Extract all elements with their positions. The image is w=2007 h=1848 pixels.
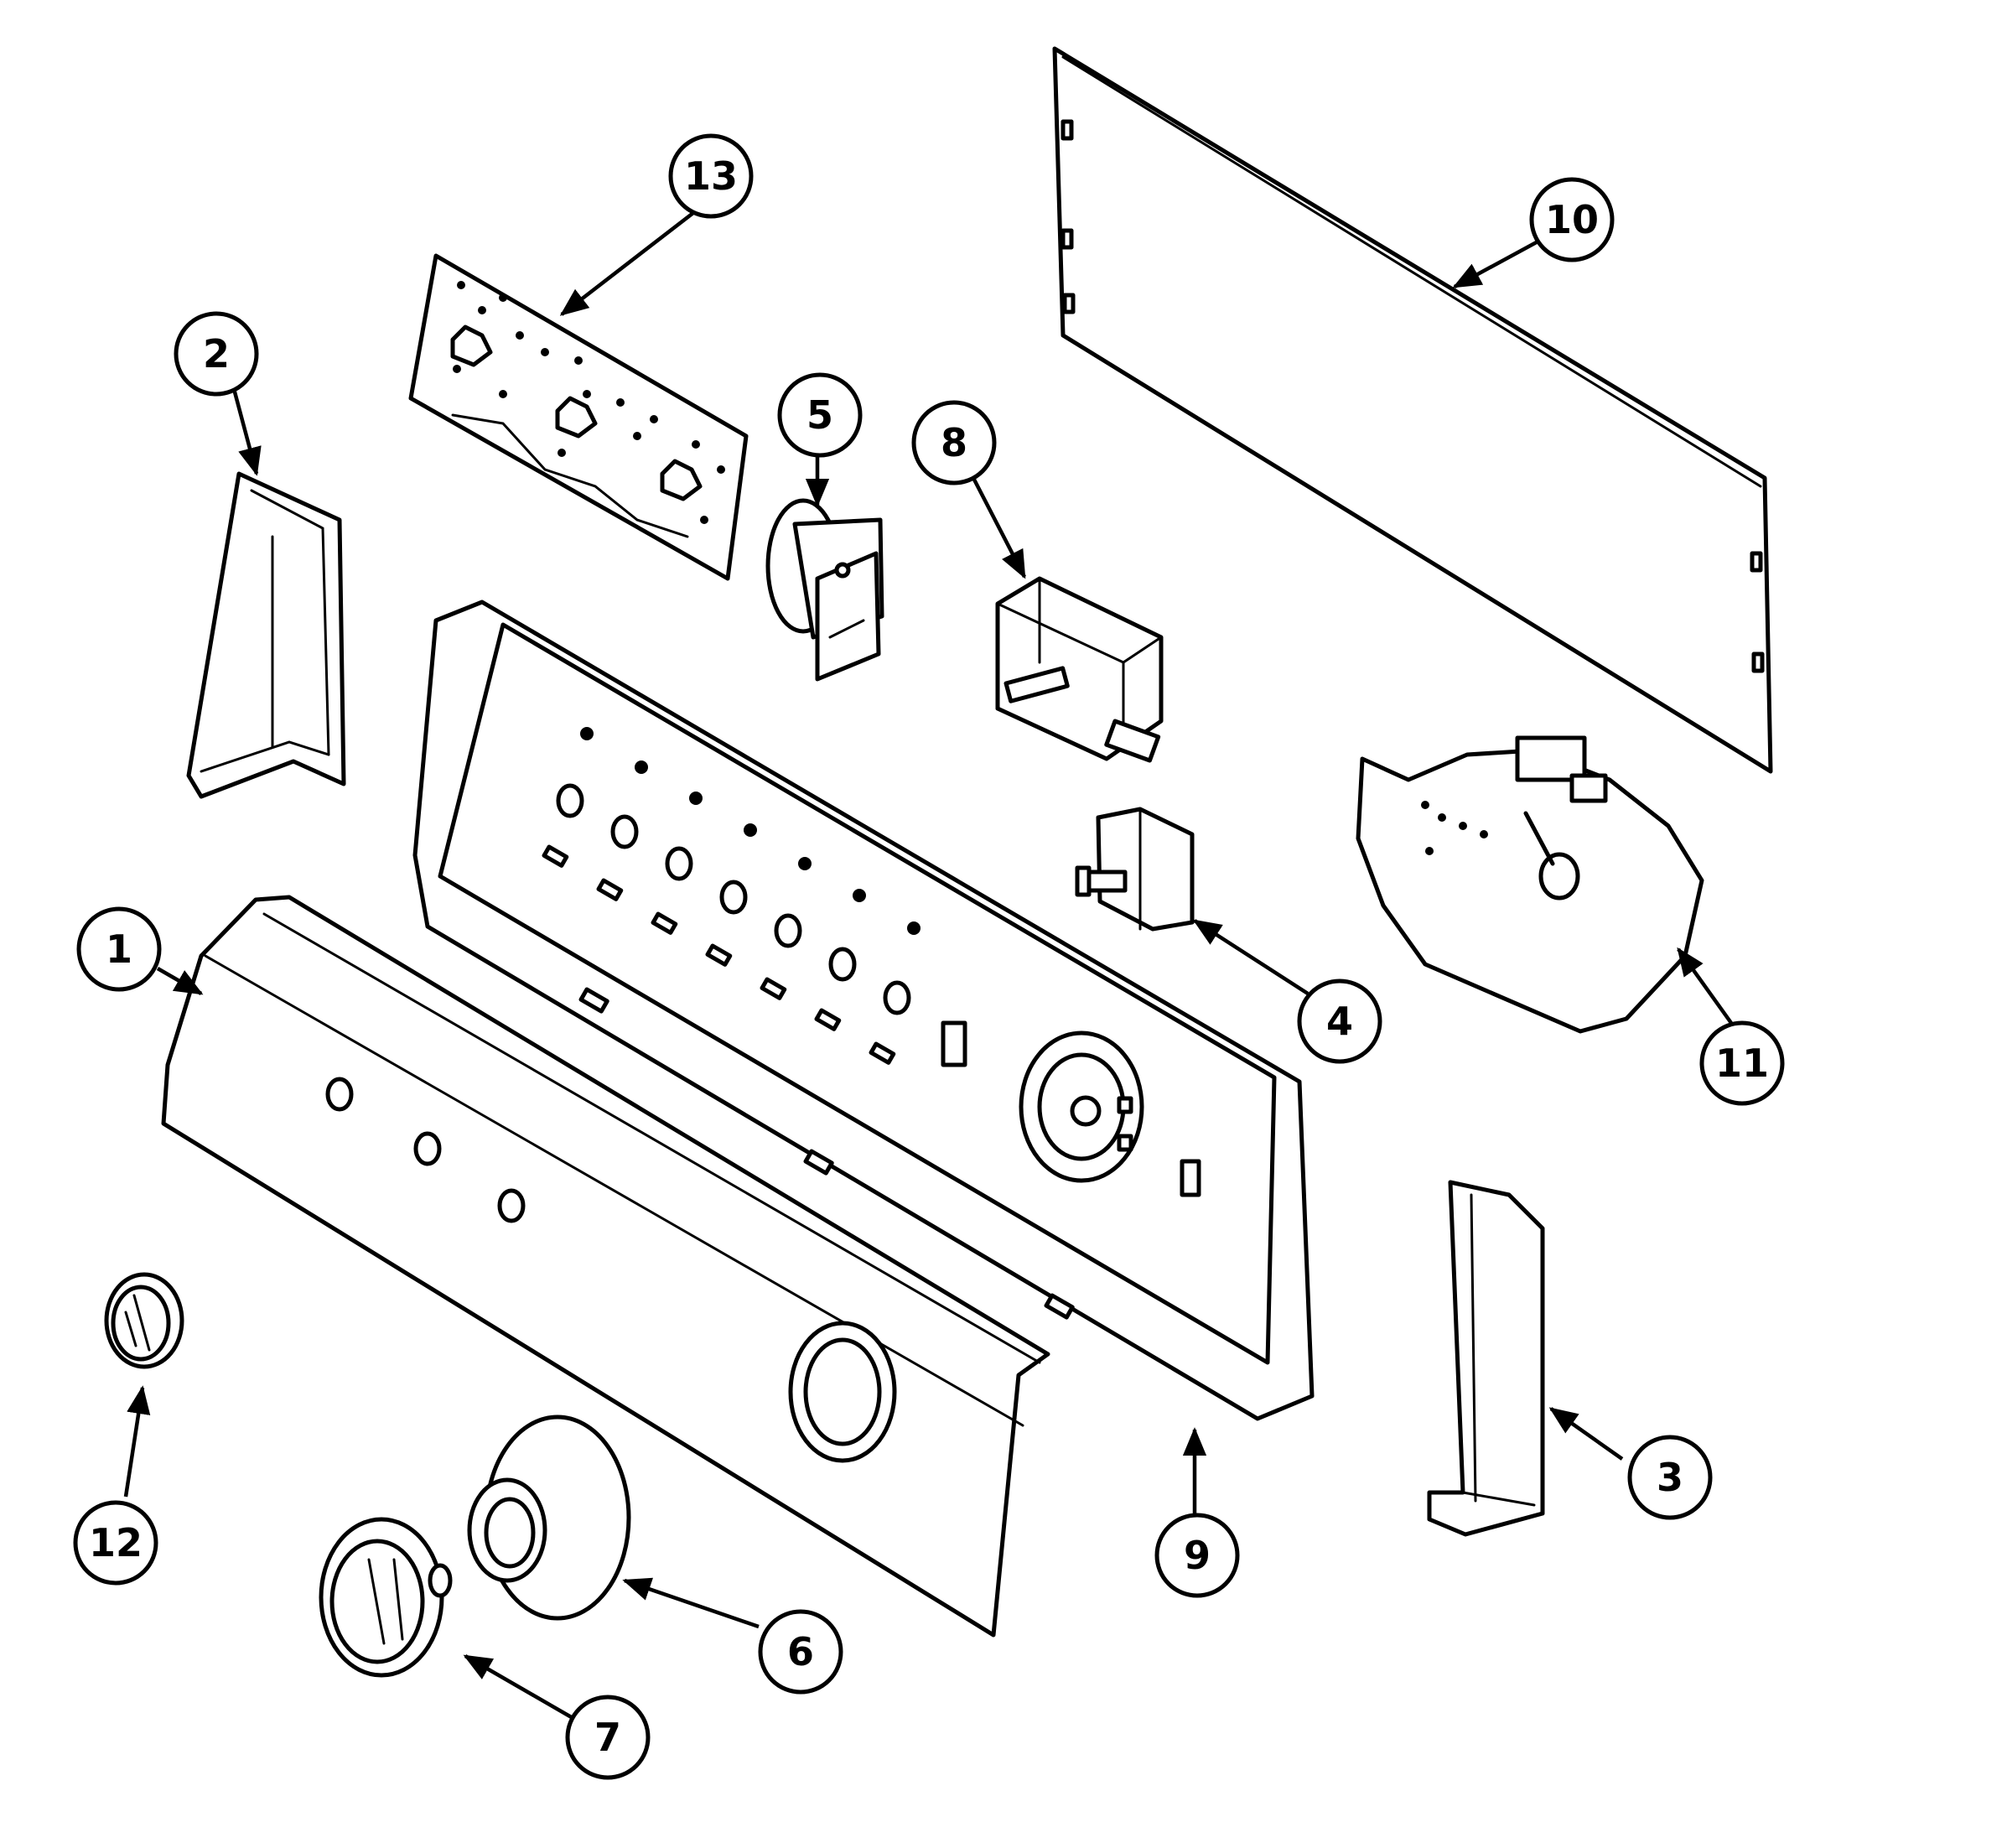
leader-13 [559, 200, 710, 316]
callout-1: 1 [76, 906, 162, 992]
leader-1 [156, 967, 204, 995]
part-control-board [408, 253, 749, 581]
callout-3-label: 3 [1657, 1455, 1683, 1500]
callout-9-label: 9 [1184, 1533, 1211, 1578]
part-right-end-cap [1427, 1180, 1545, 1537]
callout-9: 9 [1154, 1513, 1240, 1598]
callout-7-label: 7 [594, 1715, 621, 1760]
leader-11 [1677, 947, 1733, 1025]
part-small-switch [1075, 807, 1195, 932]
callout-8: 8 [911, 400, 997, 485]
leader-lines [123, 200, 1733, 1721]
leader-2 [231, 385, 262, 476]
leader-10 [1452, 237, 1544, 288]
callout-5-label: 5 [806, 392, 833, 438]
callout-11-label: 11 [1715, 1041, 1769, 1086]
part-rear-panel [1052, 46, 1773, 774]
part-knob-skirt [467, 1415, 631, 1621]
part-selector-switch [995, 576, 1164, 763]
part-timer [1356, 735, 1704, 1034]
callout-10-label: 10 [1545, 197, 1599, 242]
callout-7: 7 [565, 1695, 651, 1780]
callout-13-label: 13 [684, 153, 738, 199]
part-console-backsplash [412, 600, 1315, 1421]
callout-1-label: 1 [106, 927, 132, 972]
leader-7 [463, 1654, 576, 1721]
callout-10: 10 [1529, 177, 1615, 262]
leader-8 [971, 475, 1026, 579]
leader-3 [1548, 1407, 1624, 1461]
leader-4 [1192, 919, 1309, 995]
callout-6-label: 6 [787, 1629, 814, 1674]
callout-2-label: 2 [203, 331, 230, 376]
callout-13: 13 [668, 133, 754, 219]
callout-8-label: 8 [941, 420, 967, 465]
callout-3: 3 [1627, 1435, 1713, 1520]
part-small-knob [104, 1272, 184, 1369]
callouts: 13 2 5 8 10 4 11 1 [73, 133, 1785, 1780]
part-main-knob [319, 1517, 453, 1678]
callout-12-label: 12 [89, 1520, 143, 1565]
part-switch [765, 498, 884, 682]
callout-11: 11 [1699, 1020, 1785, 1106]
callout-4: 4 [1297, 979, 1382, 1064]
leader-12 [123, 1385, 151, 1498]
callout-5: 5 [777, 372, 863, 458]
callout-6: 6 [758, 1609, 843, 1695]
callout-4-label: 4 [1326, 999, 1353, 1044]
leader-6 [622, 1577, 760, 1629]
callout-2: 2 [174, 311, 259, 397]
part-left-end-cap [186, 471, 346, 799]
callout-12: 12 [73, 1500, 158, 1586]
